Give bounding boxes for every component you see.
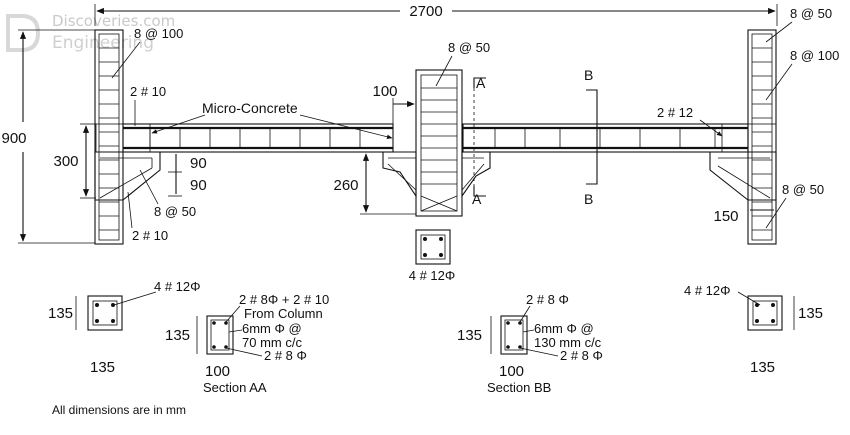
middle-column-section: 4 # 12Φ <box>409 229 456 283</box>
right-column-section-bars: 4 # 12Φ <box>684 283 731 298</box>
left-haunch-bars-label: 2 # 10 <box>132 228 168 243</box>
dim-150-label: 150 <box>713 208 738 225</box>
middle-column <box>415 69 463 217</box>
left-column-ties-label: 8 @ 100 <box>134 26 183 41</box>
section-aa-top-bars-note: From Column <box>244 306 323 321</box>
dim-haunch-90s: 90 90 <box>168 151 207 197</box>
section-aa-title: Section AA <box>203 380 267 395</box>
watermark-line1: Discoveries.com <box>52 12 175 30</box>
left-column-section-width: 135 <box>90 359 115 376</box>
section-aa-height: 135 <box>165 327 190 344</box>
section-aa-ties-line1: 6mm Φ @ <box>242 321 302 336</box>
section-bb: 135 100 2 # 8 Φ 6mm Φ @ 130 mm c/c 2 # 8… <box>457 292 603 395</box>
leader-labels: 8 @ 100 2 # 10 8 @ 50 2 # 10 8 @ 50 2 # … <box>111 6 839 243</box>
right-column-ties-top-label: 8 @ 50 <box>790 6 832 21</box>
middle-column-ties-label: 8 @ 50 <box>448 40 490 55</box>
dim-100-label: 100 <box>372 83 397 100</box>
dim-150: 150 <box>713 200 777 228</box>
dim-100-offset: 100 <box>372 83 417 124</box>
section-b-top-label: B <box>584 67 593 83</box>
dim-overall-width: 2700 <box>94 3 778 26</box>
dim-90-top-label: 90 <box>190 155 207 172</box>
dim-90-bottom-label: 90 <box>190 177 207 194</box>
section-aa-top-bars: 2 # 8Φ + 2 # 10 <box>239 292 329 307</box>
haunch-left <box>94 151 161 201</box>
section-a-top-label: A <box>476 75 486 91</box>
right-column <box>747 29 777 245</box>
dim-300-label: 300 <box>53 153 78 170</box>
section-marker-b: B B <box>584 67 598 207</box>
section-aa-bottom-bars: 2 # 8 Φ <box>264 348 307 363</box>
section-bb-width: 100 <box>499 363 524 380</box>
dim-900-label: 900 <box>1 130 26 147</box>
section-bb-top-bars: 2 # 8 Φ <box>526 292 569 307</box>
section-aa-width: 100 <box>205 363 230 380</box>
haunch-mid-right <box>461 151 491 198</box>
right-beam-bars-label: 2 # 12 <box>657 105 693 120</box>
middle-column-section-bars: 4 # 12Φ <box>409 268 456 283</box>
dim-beam-depth: 300 <box>53 123 96 199</box>
section-bb-title: Section BB <box>487 380 551 395</box>
section-bb-ties-line1: 6mm Φ @ <box>534 321 594 336</box>
section-aa: 135 100 2 # 8Φ + 2 # 10 From Column 6mm … <box>165 292 329 395</box>
right-column-ties-mid-label: 8 @ 100 <box>790 48 839 63</box>
dim-2700-label: 2700 <box>409 3 442 20</box>
right-column-section: 4 # 12Φ 135 135 <box>684 283 823 376</box>
micro-concrete-annotation: Micro-Concrete <box>151 100 393 139</box>
section-marker-a: A A <box>472 75 486 207</box>
section-b-bottom-label: B <box>584 191 593 207</box>
left-column-section-height: 135 <box>48 305 73 322</box>
dim-260-label: 260 <box>333 177 358 194</box>
left-column-bars-label: 2 # 10 <box>130 84 166 99</box>
left-column-section-bars: 4 # 12Φ <box>154 279 201 294</box>
dim-overall-height: 900 <box>1 29 95 244</box>
footer-note: All dimensions are in mm <box>52 403 186 417</box>
left-column-section: 4 # 12Φ 135 135 <box>48 279 201 376</box>
haunch-right <box>709 151 777 201</box>
right-haunch-ties-label: 8 @ 50 <box>782 182 824 197</box>
right-column-section-width: 135 <box>750 359 775 376</box>
section-bb-ties-line2: 130 mm c/c <box>534 335 602 350</box>
section-bb-bottom-bars: 2 # 8 Φ <box>560 348 603 363</box>
micro-concrete-label: Micro-Concrete <box>202 100 298 116</box>
left-column <box>94 29 124 245</box>
logo-d-icon <box>6 14 41 52</box>
section-bb-height: 135 <box>457 327 482 344</box>
haunch-mid-left <box>382 151 417 198</box>
section-a-bottom-label: A <box>472 191 482 207</box>
watermark-logo: Discoveries.com Engineering <box>6 12 175 53</box>
dim-260: 260 <box>333 151 416 215</box>
beam-left-segment <box>95 123 394 153</box>
section-aa-ties-line2: 70 mm c/c <box>242 335 302 350</box>
beam-right-segment <box>462 123 777 153</box>
watermark-line2: Engineering <box>52 33 154 53</box>
right-column-section-height: 135 <box>798 305 823 322</box>
left-haunch-ties-label: 8 @ 50 <box>154 204 196 219</box>
